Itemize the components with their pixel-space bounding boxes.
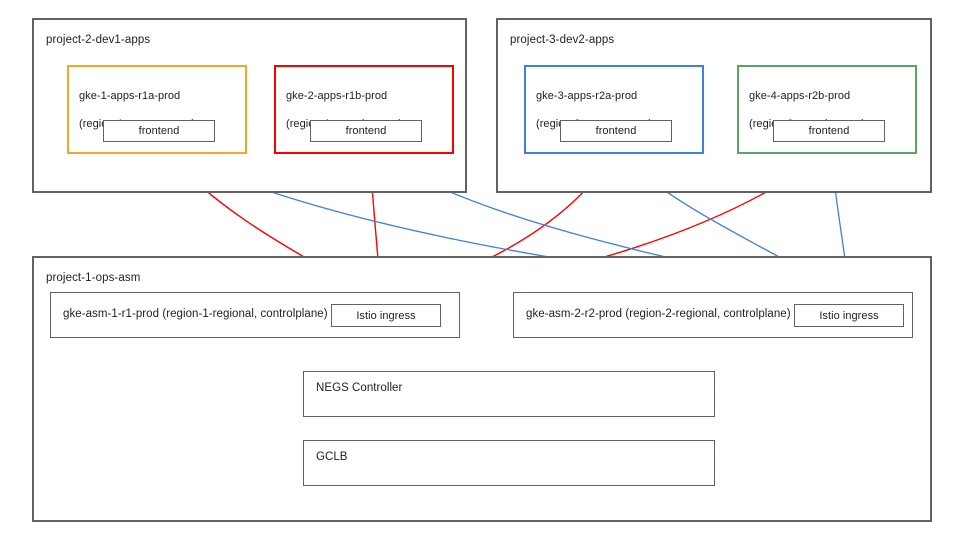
asm-cluster-box-asm-2[interactable]: gke-asm-2-r2-prod (region-2-regional, co… (513, 292, 913, 338)
component-label: NEGS Controller (316, 382, 403, 394)
workload-box-gke-2-frontend[interactable]: frontend (310, 120, 422, 142)
cluster-box-gke-2[interactable]: gke-2-apps-r1b-prod (region-1-zone-b, ap… (274, 65, 454, 154)
asm-cluster-label: gke-asm-2-r2-prod (region-2-regional, co… (526, 308, 791, 320)
component-label: GCLB (316, 451, 348, 463)
workload-box-gke-1-frontend[interactable]: frontend (103, 120, 215, 142)
project-label: project-2-dev1-apps (46, 34, 151, 46)
cluster-box-gke-1[interactable]: gke-1-apps-r1a-prod (region-1-zone-a, ap… (67, 65, 247, 154)
workload-box-gke-3-frontend[interactable]: frontend (560, 120, 672, 142)
component-box-gclb[interactable]: GCLB (303, 440, 715, 486)
cluster-name-line1: gke-2-apps-r1b-prod (286, 90, 388, 102)
project-label: project-3-dev2-apps (510, 34, 615, 46)
cluster-name-line1: gke-1-apps-r1a-prod (79, 90, 181, 102)
cluster-box-gke-3[interactable]: gke-3-apps-r2a-prod (region-2-zone-a, ap… (524, 65, 704, 154)
istio-ingress-box-asm-2[interactable]: Istio ingress (794, 304, 904, 327)
istio-ingress-box-asm-1[interactable]: Istio ingress (331, 304, 441, 327)
asm-cluster-label: gke-asm-1-r1-prod (region-1-regional, co… (63, 308, 328, 320)
project-label: project-1-ops-asm (46, 272, 141, 284)
cluster-name-line1: gke-3-apps-r2a-prod (536, 90, 638, 102)
workload-box-gke-4-frontend[interactable]: frontend (773, 120, 885, 142)
asm-cluster-box-asm-1[interactable]: gke-asm-1-r1-prod (region-1-regional, co… (50, 292, 460, 338)
cluster-name-line1: gke-4-apps-r2b-prod (749, 90, 851, 102)
component-box-negs-controller[interactable]: NEGS Controller (303, 371, 715, 417)
cluster-box-gke-4[interactable]: gke-4-apps-r2b-prod (region-2-zone-b, ap… (737, 65, 917, 154)
